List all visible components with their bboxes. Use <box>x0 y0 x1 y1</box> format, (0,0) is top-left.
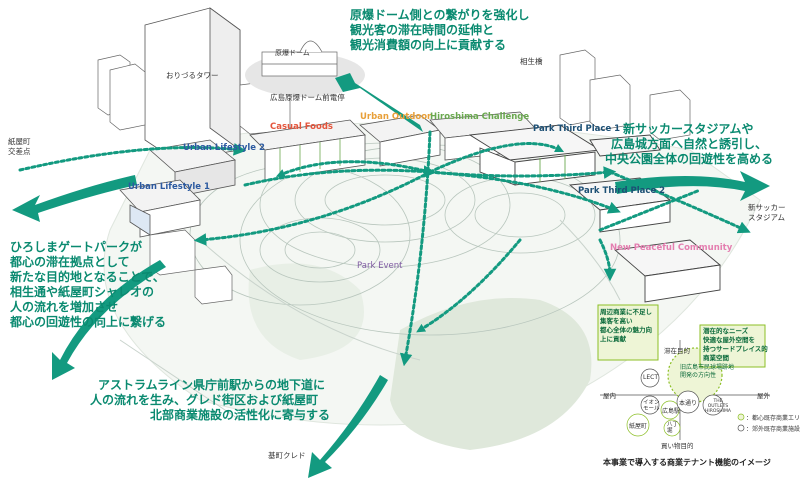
zone-urban-lifestyle-1: Urban Lifestyle 1 <box>128 182 210 192</box>
zone-park-third-place-1: Park Third Place 1 <box>533 124 621 134</box>
label-dome-station: 広島原爆ドーム前電停 <box>270 93 345 102</box>
urban-outdoor-building <box>359 114 441 167</box>
zone-urban-outdoor: Urban Outdoor <box>360 112 432 122</box>
community-building <box>613 239 722 303</box>
inset-hiroshima-station: 広島駅 <box>662 408 681 415</box>
label-orizuru-tower: おりづるタワー <box>166 71 219 80</box>
zone-park-event: Park Event <box>357 261 403 271</box>
arrow-to-stadium <box>615 171 770 201</box>
zone-urban-lifestyle-2: Urban Lifestyle 2 <box>183 143 265 153</box>
arrow-to-kured <box>308 375 388 478</box>
zone-hiroshima-challenge: Hiroshima Challenge <box>430 112 530 122</box>
flow-arrows <box>12 73 770 478</box>
arrow-left-lower <box>52 260 166 380</box>
third-place-1-building <box>468 124 661 186</box>
atomic-dome-illustration <box>245 40 365 97</box>
circulation-dotted <box>18 130 751 367</box>
grass-patch-2 <box>248 263 364 360</box>
inset-outlets: THE OUTLETS HIROSHIMA <box>705 399 731 414</box>
inset-legend: ：都心既存商業エリア ：郊外既存商業施設 <box>746 415 800 433</box>
inset-note-left: 周辺商業に不足し 集客を高い 都心全体の魅力向 上に貢献 <box>600 308 652 343</box>
message-underpass: アストラムライン県庁前駅からの地下道に 人の流れを生み、グレド街区および紙屋町 … <box>90 378 331 422</box>
inset-lect: LECT <box>643 374 658 381</box>
arrow-to-kamiyacho <box>12 175 137 222</box>
inset-axis-right: 屋外 <box>757 392 770 400</box>
inset-center-label: 旧広島市民球場跡地 開発の方向性 <box>680 364 735 379</box>
label-aioi-bridge: 相生橋 <box>520 57 543 66</box>
label-kamiyacho-crossing: 紙屋町 交差点 <box>8 137 31 156</box>
tenant-concept-inset <box>597 304 770 440</box>
inset-aeon: イオン モール <box>643 400 660 412</box>
zone-new-peaceful-community: New Peaceful Community <box>610 243 733 253</box>
message-stadium: 新サッカースタジアムや 広島城方面へ自然と誘引し、 中央公園全体の回遊性を高める <box>605 122 774 166</box>
inset-caption: 本事業で導入する商業テナント機能のイメージ <box>603 458 771 467</box>
message-dome: 原爆ドーム側との繋がりを強化し 観光客の滞在時間の延伸と 観光消費額の向上に貢献… <box>350 8 530 52</box>
grass-patch <box>390 298 592 450</box>
inset-axis-bottom: 買い物目的 <box>661 442 694 450</box>
inset-axis-left: 屋内 <box>603 392 616 400</box>
urban-lifestyle-1-building <box>119 179 201 238</box>
inset-note-right: 潜在的なニーズ 快適な屋外空間を 持つサードプレイス的 商業空間 <box>703 327 768 362</box>
zone-park-third-place-2: Park Third Place 2 <box>578 186 666 196</box>
zone-casual-foods: Casual Foods <box>270 122 333 132</box>
message-gatepark: ひろしまゲートパークが 都心の滞在拠点として 新たな目的地となることで、 相生通… <box>10 240 167 329</box>
label-kured: 基町クレド <box>268 451 306 460</box>
arrow-to-dome <box>335 73 423 132</box>
path-lines <box>119 219 621 421</box>
inset-kamiyacho: 紙屋町 <box>629 423 648 430</box>
inset-hondori: 本通り <box>679 400 698 407</box>
label-dome-sign: 原爆ドーム <box>275 49 310 57</box>
inset-hacchobori: 八丁 堀 <box>667 422 679 434</box>
label-stadium: 新サッカー スタジアム <box>748 203 786 222</box>
orizuru-tower <box>144 7 241 161</box>
inset-axis-top: 滞在目的 <box>664 347 690 355</box>
